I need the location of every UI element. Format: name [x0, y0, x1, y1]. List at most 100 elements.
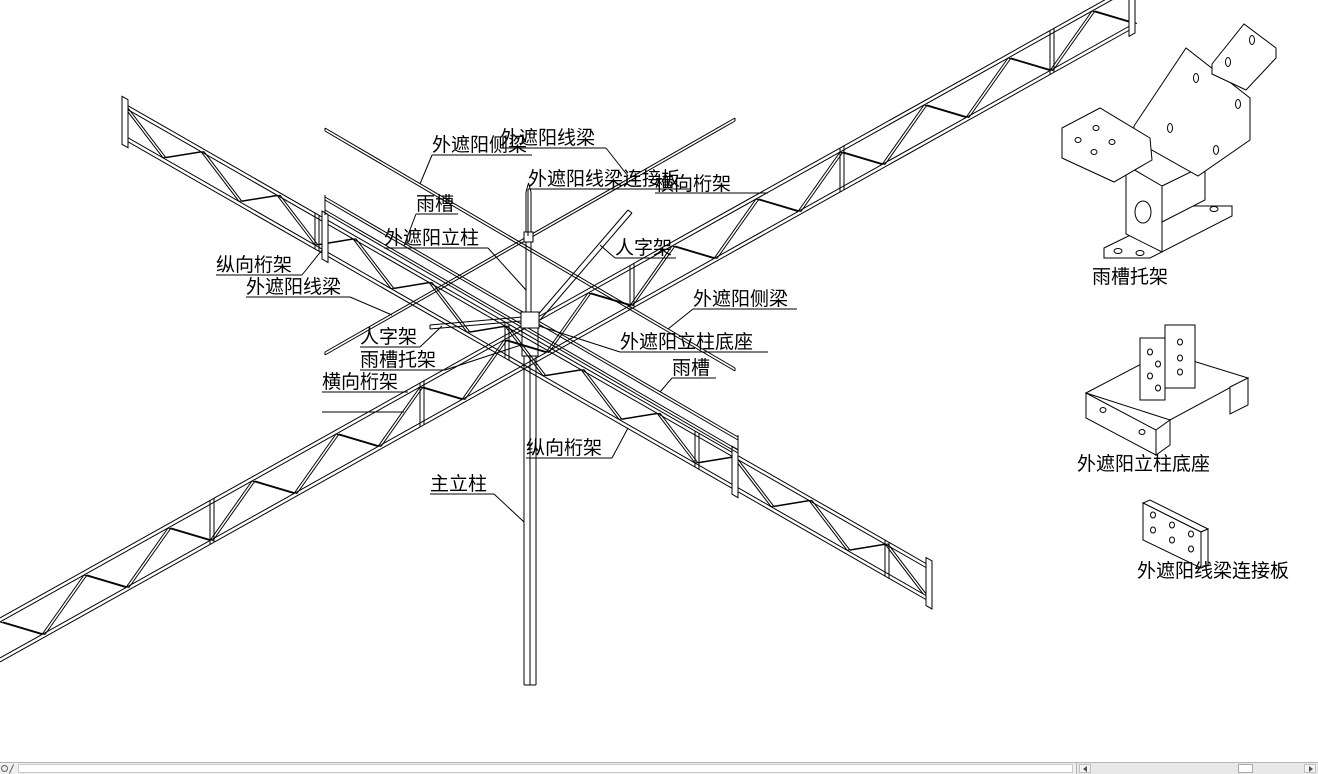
layout-tab-nav-icon[interactable] [1, 764, 16, 774]
bolt-hole [1155, 360, 1161, 368]
longitudinal-truss-web-diagonal [811, 500, 851, 551]
callout-labels: 外遮阳侧梁 外遮阳线梁 外遮阳线梁连接板 横向桁架 雨槽 [216, 127, 1289, 582]
bolt-hole [1092, 125, 1100, 131]
leader-line [349, 296, 393, 316]
bolt-hole [1213, 145, 1219, 155]
bolt-hole [1177, 368, 1183, 376]
layout-tabs-area[interactable] [18, 764, 1073, 773]
leader-line [444, 344, 522, 371]
label-line-beam-top: 外遮阳线梁 [500, 127, 629, 177]
longitudinal-truss-web-diagonal [507, 325, 547, 377]
transverse-truss-web-diagonal [548, 292, 592, 353]
scroll-left-button[interactable] [1079, 764, 1091, 773]
transverse-truss-web-diagonal [881, 104, 925, 165]
detail-title-post-base: 外遮阳立柱底座 [1077, 453, 1210, 475]
leader-line [667, 308, 694, 330]
detail-connection-plate [1141, 499, 1210, 569]
transverse-truss-chord [0, 26, 1136, 663]
longitudinal-truss-web-diagonal [504, 325, 544, 377]
bolt-hole [1188, 545, 1194, 553]
transverse-truss-web-diagonal [0, 621, 43, 635]
tab-nav-circle-icon [1, 765, 8, 772]
transverse-truss-web-diagonal [1091, 10, 1135, 24]
transverse-truss-web-diagonal [335, 433, 379, 447]
bolt-hole [1155, 384, 1161, 392]
longitudinal-truss-web-diagonal [352, 238, 392, 289]
label-text: 雨槽托架 [360, 349, 436, 371]
longitudinal-truss-splice-plate [321, 210, 329, 264]
label-a-frame-left: 人字架 [360, 325, 443, 348]
label-text: 外遮阳线梁连接板 [528, 168, 680, 190]
label-gutter-bracket: 雨槽托架 [360, 344, 522, 371]
longitudinal-truss-web-diagonal [127, 107, 167, 159]
longitudinal-truss-web-diagonal [887, 543, 927, 595]
label-text: 横向桁架 [655, 173, 731, 195]
a-frame-strut [535, 209, 629, 318]
transverse-truss-web-diagonal [251, 480, 295, 494]
label-transverse-truss-top: 横向桁架 [655, 173, 768, 195]
leader-line [493, 493, 525, 523]
gutter-bracket-block [521, 327, 539, 357]
label-main-column: 主立柱 [430, 473, 525, 523]
transverse-truss-web-diagonal [755, 198, 799, 212]
sunshade-side-beam [324, 127, 736, 369]
bolt-hole [1177, 338, 1183, 346]
bolt-hole [1235, 99, 1241, 109]
longitudinal-truss-web-diagonal [355, 238, 395, 289]
longitudinal-truss-web-diagonal [735, 456, 775, 507]
arrow-left-icon [1083, 766, 1087, 772]
label-side-beam-top: 外遮阳侧梁 [419, 134, 532, 185]
transverse-truss-web-diagonal [125, 527, 169, 588]
transverse-truss-web-diagonal [629, 245, 673, 306]
longitudinal-truss-chord [124, 107, 933, 572]
longitudinal-truss-web-diagonal [203, 151, 243, 202]
label-transverse-truss-left: 横向桁架 [322, 371, 408, 413]
bolt-hole [1147, 372, 1153, 380]
transverse-truss-web-diagonal [968, 57, 1012, 118]
label-text: 外遮阳侧梁 [432, 134, 527, 156]
transverse-truss-chord [0, 0, 1106, 619]
bolt-hole [1113, 248, 1123, 254]
transverse-truss-web-diagonal [716, 198, 760, 259]
detail-drawings [1061, 23, 1277, 569]
base-flange-edge [1155, 419, 1171, 456]
transverse-truss-web-diagonal [503, 339, 547, 353]
transverse-truss-web-diagonal [41, 574, 85, 635]
tab-nav-slash-icon [8, 764, 15, 774]
label-text: 外遮阳线梁 [500, 127, 595, 149]
transverse-truss-web-diagonal [674, 245, 718, 259]
transverse-truss-web-diagonal [1049, 10, 1093, 71]
transverse-truss-web-diagonal [671, 245, 715, 259]
transverse-truss-web-diagonal [926, 104, 970, 118]
label-line-beam-left: 外遮阳线梁 [246, 276, 393, 316]
longitudinal-truss-web-diagonal [621, 412, 661, 420]
longitudinal-truss [121, 95, 933, 610]
longitudinal-truss-chord [124, 103, 933, 568]
label-post-base: 外遮阳立柱底座 [538, 325, 768, 353]
base-front-plate [1139, 337, 1166, 401]
transverse-truss-web-diagonal [296, 433, 340, 494]
leader-line [419, 325, 443, 348]
label-text: 横向桁架 [322, 371, 398, 393]
leader-line [419, 154, 433, 185]
transverse-truss-web-diagonal [506, 339, 550, 353]
scroll-thumb[interactable] [1238, 764, 1253, 773]
transverse-truss-web-diagonal [380, 386, 424, 447]
transverse-truss-web-diagonal [884, 104, 928, 165]
bolt-hole [1209, 206, 1219, 212]
transverse-truss-web-diagonal [965, 57, 1009, 118]
scroll-right-button[interactable] [1304, 764, 1316, 773]
leader-line [538, 325, 621, 353]
label-longitudinal-truss-right: 纵向桁架 [526, 427, 629, 459]
horizontal-scrollbar[interactable] [1076, 763, 1318, 774]
rain-gutter-edge [324, 209, 739, 451]
transverse-truss-web-diagonal [128, 527, 172, 588]
longitudinal-truss-chord [124, 139, 933, 604]
leader-line [611, 427, 629, 459]
steel-structure-isometric [0, 0, 1138, 686]
transverse-truss-web-diagonal [2, 621, 46, 635]
label-line-beam-connection-plate: 外遮阳线梁连接板 [527, 168, 690, 236]
label-gutter-right: 雨槽 [659, 357, 716, 393]
main-column [523, 356, 537, 686]
